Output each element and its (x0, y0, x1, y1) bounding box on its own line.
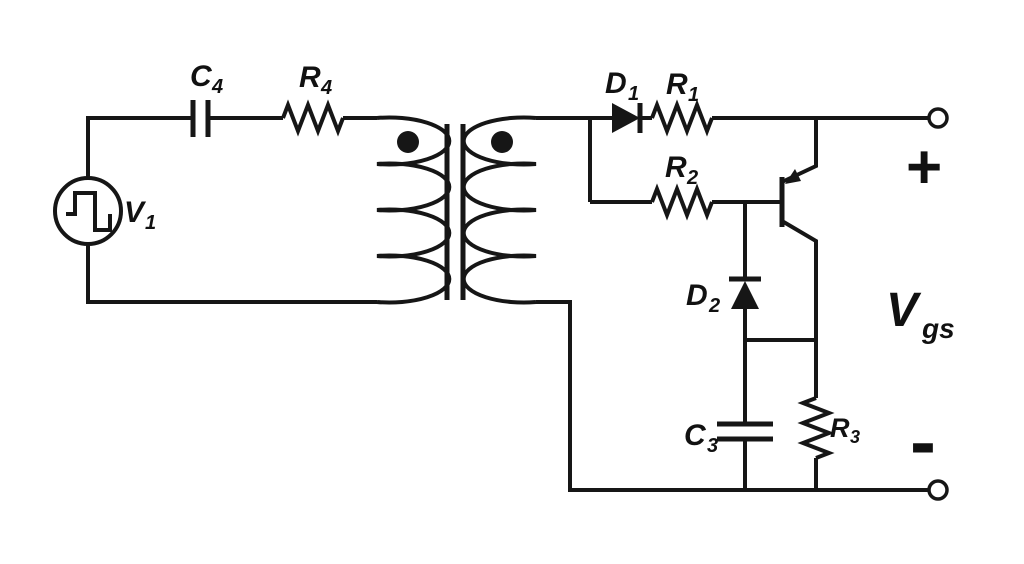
secondary-winding (461, 115, 537, 305)
transformer-symbol (376, 115, 537, 305)
pulse-source-v1 (53, 176, 123, 246)
resistor-r4-symbol (281, 99, 345, 137)
label-c4: C (190, 60, 213, 93)
label-d2: D (686, 279, 708, 312)
pnp-arrow-icon (785, 169, 801, 184)
label-c4-sub: 4 (211, 76, 223, 98)
plus-sign: + (906, 133, 942, 202)
label-r1-sub: 1 (688, 84, 699, 106)
capacitor-c3-symbol (717, 421, 773, 442)
resistor-r2-symbol (650, 183, 714, 221)
transistor-collector (780, 219, 818, 340)
diode-d2-symbol (729, 276, 761, 309)
label-r4: R (299, 61, 321, 94)
wire (86, 244, 377, 304)
capacitor-c4-symbol (190, 100, 211, 137)
diode-triangle (612, 103, 640, 133)
label-v1-sub: 1 (145, 212, 156, 234)
label-v1: V (124, 196, 147, 229)
label-d2-sub: 2 (708, 295, 720, 317)
label-r4-sub: 4 (320, 77, 332, 99)
resistor-r3-symbol (797, 396, 835, 460)
diode-triangle (731, 281, 759, 309)
terminal-positive (927, 107, 949, 129)
label-c3: C (684, 419, 707, 452)
label-vgs-sub: gs (921, 313, 955, 344)
label-r1: R (666, 68, 688, 101)
transistor-emitter (781, 118, 818, 184)
resistor-r1-symbol (650, 99, 714, 137)
wire (536, 300, 929, 492)
label-d1: D (605, 67, 627, 100)
label-r3: R (830, 413, 850, 443)
label-r2: R (665, 151, 687, 184)
label-r2-sub: 2 (686, 167, 698, 189)
label-r3-sub: 3 (850, 427, 860, 447)
label-vgs: V (886, 284, 922, 337)
square-wave-icon (66, 191, 112, 232)
wire (86, 116, 193, 178)
pnp-transistor-symbol (779, 118, 818, 340)
terminal-negative (927, 479, 949, 501)
label-c3-sub: 3 (707, 435, 718, 457)
primary-winding (376, 115, 452, 305)
polarity-dot-primary (397, 131, 419, 153)
minus-sign: - (910, 397, 936, 485)
source-circle (53, 176, 123, 246)
diode-d1-symbol (612, 103, 643, 133)
polarity-dot-secondary (491, 131, 513, 153)
label-d1-sub: 1 (628, 83, 639, 105)
